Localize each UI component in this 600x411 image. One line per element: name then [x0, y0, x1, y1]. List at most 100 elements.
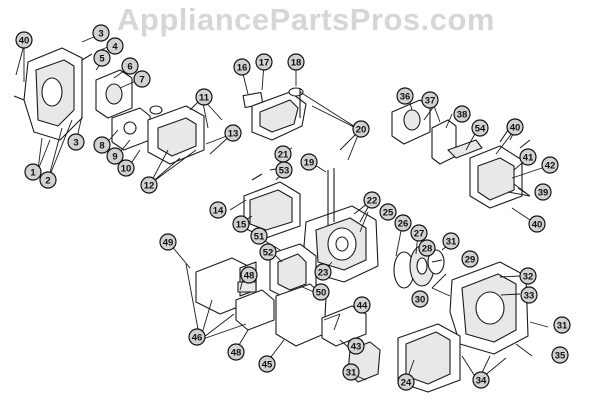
callout-number: 29	[465, 255, 476, 266]
callout-3: 3	[67, 133, 85, 151]
callout-44: 44	[353, 296, 371, 314]
callout-number: 5	[99, 54, 105, 65]
callout-badge	[528, 215, 546, 233]
callout-number: 52	[263, 248, 274, 259]
callout-badge	[67, 133, 85, 151]
callout-number: 39	[538, 188, 549, 199]
callout-number: 25	[383, 208, 394, 219]
callout-badge	[92, 24, 110, 42]
callout-number: 51	[254, 232, 265, 243]
callout-40: 40	[15, 31, 33, 49]
callout-46: 46	[188, 328, 206, 346]
callout-31: 31	[553, 316, 571, 334]
callout-31: 31	[342, 363, 360, 381]
callout-number: 6	[127, 62, 132, 73]
callout-badge	[188, 328, 206, 346]
callout-number: 15	[236, 220, 247, 231]
callout-badge	[258, 355, 276, 373]
callout-number: 34	[476, 376, 487, 387]
callout-badge	[461, 250, 479, 268]
callout-6: 6	[121, 57, 139, 75]
callout-number: 4	[112, 42, 118, 53]
callout-27: 27	[410, 224, 428, 242]
callout-number: 22	[367, 196, 378, 207]
callout-40: 40	[528, 215, 546, 233]
callout-number: 16	[237, 63, 248, 74]
callout-33: 33	[520, 286, 538, 304]
callout-number: 40	[510, 123, 521, 134]
callout-number: 36	[400, 92, 411, 103]
callout-badge	[342, 363, 360, 381]
callout-number: 3	[98, 29, 103, 40]
callout-36: 36	[396, 87, 414, 105]
callout-14: 14	[209, 201, 227, 219]
callout-number: 19	[304, 158, 315, 169]
callout-badge	[421, 91, 439, 109]
callout-badge	[353, 296, 371, 314]
callout-badge	[209, 201, 227, 219]
callout-badge	[471, 119, 489, 137]
callout-number: 45	[262, 360, 273, 371]
callout-badge	[240, 266, 258, 284]
callout-25: 25	[379, 203, 397, 221]
watermark-logo: AppliancePartsPros.com	[117, 2, 495, 37]
callout-18: 18	[287, 53, 305, 71]
callout-badge	[314, 263, 332, 281]
callout-number: 14	[213, 206, 224, 217]
callout-50: 50	[312, 283, 330, 301]
callout-10: 10	[117, 159, 135, 177]
callout-30: 30	[411, 290, 429, 308]
fuel-tank-part	[195, 257, 275, 331]
callout-number: 40	[532, 220, 543, 231]
callout-number: 24	[401, 378, 412, 389]
callout-16: 16	[233, 58, 251, 76]
callout-39: 39	[534, 183, 552, 201]
callout-number: 38	[457, 110, 468, 121]
callout-4: 4	[106, 37, 124, 55]
callout-badge	[506, 118, 524, 136]
callout-38: 38	[453, 105, 471, 123]
callout-badge	[411, 290, 429, 308]
callout-number: 35	[555, 351, 566, 362]
callout-badge	[227, 343, 245, 361]
callout-number: 41	[523, 153, 534, 164]
callout-badge	[520, 286, 538, 304]
callout-35: 35	[551, 346, 569, 364]
muffler-part	[243, 167, 301, 239]
callout-number: 32	[523, 272, 534, 283]
callout-24: 24	[397, 373, 415, 391]
callout-badge	[363, 191, 381, 209]
callout-badge	[396, 87, 414, 105]
callout-number: 31	[446, 237, 457, 248]
carb-body-part	[269, 243, 327, 347]
callout-number: 2	[45, 176, 50, 187]
callout-17: 17	[255, 53, 273, 71]
callout-number: 23	[318, 268, 329, 279]
callout-49: 49	[159, 233, 177, 251]
callout-badge	[300, 153, 318, 171]
callout-badge	[352, 120, 370, 138]
callout-badge	[140, 176, 158, 194]
callout-number: 53	[279, 166, 290, 177]
callout-number: 21	[278, 150, 289, 161]
callout-badge	[24, 163, 42, 181]
callout-badge	[224, 124, 242, 142]
callout-badge	[453, 105, 471, 123]
callout-badge	[541, 156, 559, 174]
callout-badge	[93, 136, 111, 154]
callout-number: 31	[346, 368, 357, 379]
callout-number: 11	[199, 93, 210, 104]
callout-number: 31	[557, 321, 568, 332]
callout-badge	[117, 159, 135, 177]
callout-number: 13	[228, 129, 239, 140]
callout-badge	[233, 58, 251, 76]
callout-badge	[232, 215, 250, 233]
callout-31: 31	[442, 232, 460, 250]
callout-number: 1	[30, 168, 36, 179]
callout-badge	[15, 31, 33, 49]
callout-number: 17	[259, 58, 270, 69]
callout-number: 7	[139, 75, 144, 86]
callout-badge	[39, 171, 57, 189]
callout-54: 54	[471, 119, 489, 137]
